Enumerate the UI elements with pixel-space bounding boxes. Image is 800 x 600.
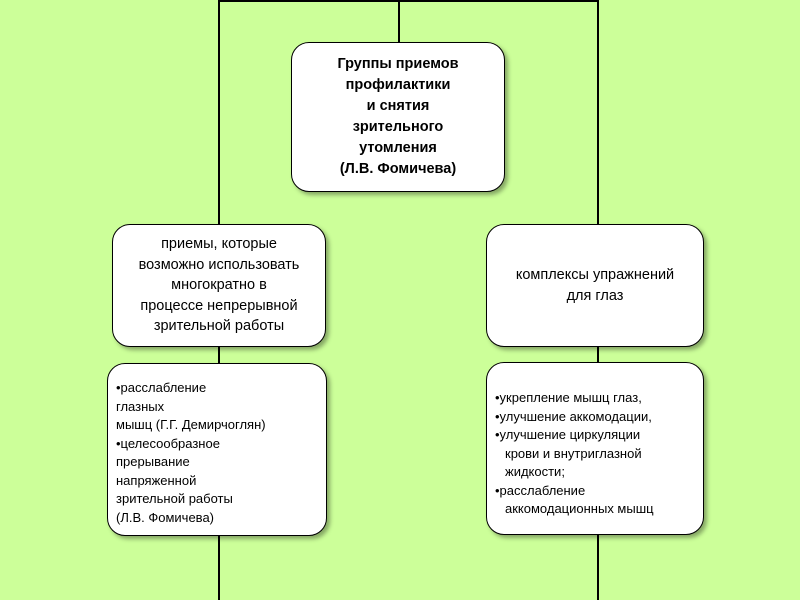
title-line: и снятия	[366, 98, 430, 114]
left-details-line: глазных	[116, 398, 165, 414]
left-group-line: возможно использовать	[138, 256, 300, 273]
right-details-line: крови и внутриглазной	[505, 445, 642, 461]
right-details-line: жидкости;	[505, 464, 565, 479]
left-details-box: •расслабление глазных мышц (Г.Г. Демирчо…	[107, 363, 327, 536]
left-group-line: процессе непрерывной	[140, 297, 298, 314]
title-line: Группы приемов	[337, 56, 459, 72]
left-details-line: напряженной	[116, 472, 197, 488]
title-line: (Л.В. Фомичева)	[339, 161, 457, 177]
right-details-line: •улучшение циркуляции	[495, 427, 641, 442]
right-details-line: •укрепление мышц глаз,	[495, 390, 642, 405]
title-line: утомления	[359, 140, 437, 156]
left-details-line: зрительной работы	[116, 491, 233, 506]
right-details-box: •укрепление мышц глаз, •улучшение аккомо…	[486, 362, 704, 535]
right-group-line: комплексы упражнений	[515, 266, 675, 283]
right-details-line: аккомодационных мышц	[505, 501, 654, 516]
left-group-line: многократно в	[171, 277, 267, 294]
left-details-line: мышц (Г.Г. Демирчоглян)	[116, 417, 266, 432]
left-group-line: приемы, которые	[161, 236, 277, 253]
right-details-line: •улучшение аккомодации,	[495, 408, 652, 424]
right-details-line: •расслабление	[495, 482, 586, 498]
right-group-line: для глаз	[566, 287, 624, 304]
left-details-line: •расслабление	[116, 380, 207, 395]
left-details-line: прерывание	[116, 454, 190, 469]
right-group-box: комплексы упражнений для глаз	[486, 224, 704, 347]
left-details-line: (Л.В. Фомичева)	[116, 509, 215, 525]
title-line: зрительного	[352, 119, 444, 135]
left-details-line: •целесообразное	[116, 435, 220, 451]
left-group-box: приемы, которые возможно использовать мн…	[112, 224, 326, 347]
diagram-title-box: Группы приемов профилактики и снятия зри…	[291, 42, 505, 192]
left-group-line: зрительной работы	[153, 318, 285, 335]
title-line: профилактики	[345, 77, 451, 93]
